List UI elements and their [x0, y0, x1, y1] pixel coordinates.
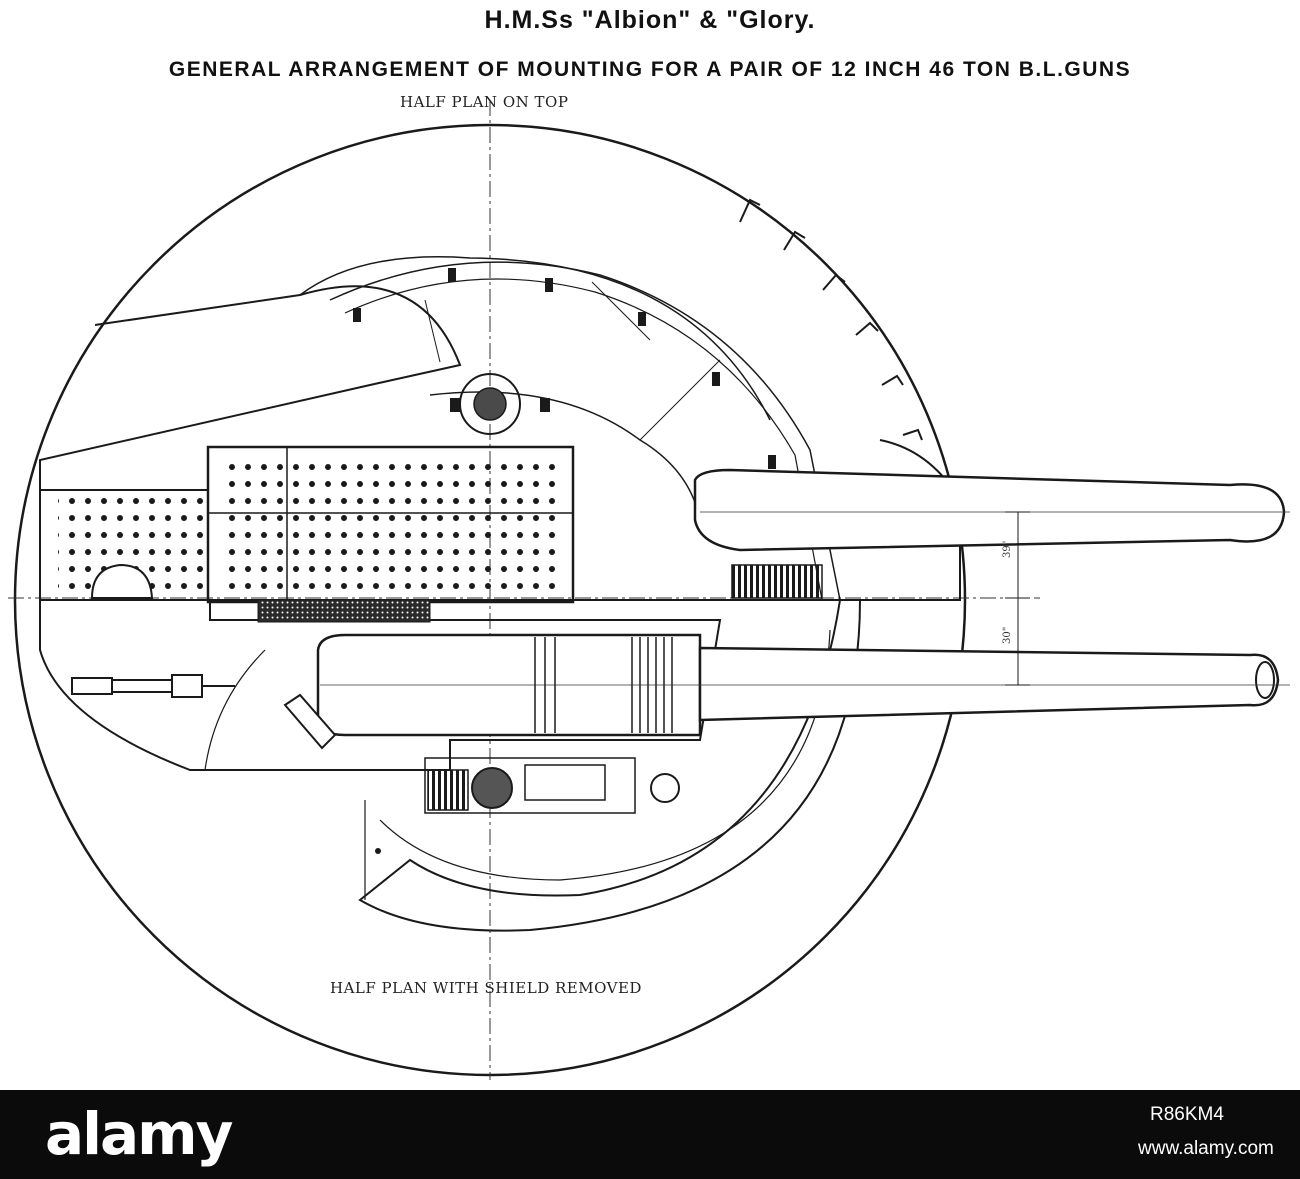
breech-lever	[283, 693, 337, 750]
label-half-plan-top: HALF PLAN ON TOP	[400, 93, 568, 111]
training-engine-valve	[650, 773, 680, 803]
turret-plan-drawing: 39" 30" HALF PLAN ON TOP HALF PLAN WITH …	[8, 93, 1290, 1080]
sighting-hood-lens	[473, 387, 507, 421]
watermark-image-id: R86KM4	[1150, 1104, 1224, 1125]
hatched-slide	[257, 599, 431, 623]
watermark-bar: alamy R86KM4 www.alamy.com	[0, 1090, 1300, 1179]
track-brackets	[353, 268, 776, 469]
roller-track-inner	[344, 278, 823, 601]
training-engine-frame	[424, 757, 636, 814]
lower-gun-barrel	[698, 646, 1280, 722]
access-hatch	[90, 563, 154, 599]
shield-outline	[39, 285, 961, 601]
lower-gun-muzzle	[1255, 661, 1275, 699]
label-half-plan-shield-removed: HALF PLAN WITH SHIELD REMOVED	[330, 979, 642, 997]
hood-clamp-right	[540, 398, 550, 412]
rammer-gear	[71, 674, 235, 698]
elevating-gear-upper	[731, 564, 823, 599]
hood-clamp-left	[450, 398, 460, 412]
drawing-title: H.M.Ss "Albion" & "Glory.	[484, 6, 816, 34]
rib-line-2	[591, 281, 651, 341]
dimension-label-lower: 30"	[1002, 627, 1013, 644]
turntable-ring-inner	[379, 629, 831, 881]
training-engine-gearbox	[524, 764, 606, 801]
training-engine-wheel	[471, 767, 513, 809]
perforated-plate-main-dots	[222, 455, 562, 590]
bolt-marker	[375, 848, 381, 854]
watermark-url: www.alamy.com	[1138, 1138, 1274, 1159]
watermark-brand: alamy	[45, 1100, 233, 1168]
training-engine-coil	[427, 769, 469, 811]
drawing-subtitle: GENERAL ARRANGEMENT OF MOUNTING FOR A PA…	[168, 58, 1132, 81]
upper-gun-barrel	[693, 468, 1286, 552]
dimension-label-upper: 39"	[1002, 541, 1013, 558]
rib-line-1	[424, 299, 441, 363]
roller-track-outer	[329, 261, 841, 601]
shield-glacis-edge	[299, 256, 771, 421]
rib-line-3	[639, 359, 721, 441]
turntable-arc-left	[204, 649, 266, 771]
